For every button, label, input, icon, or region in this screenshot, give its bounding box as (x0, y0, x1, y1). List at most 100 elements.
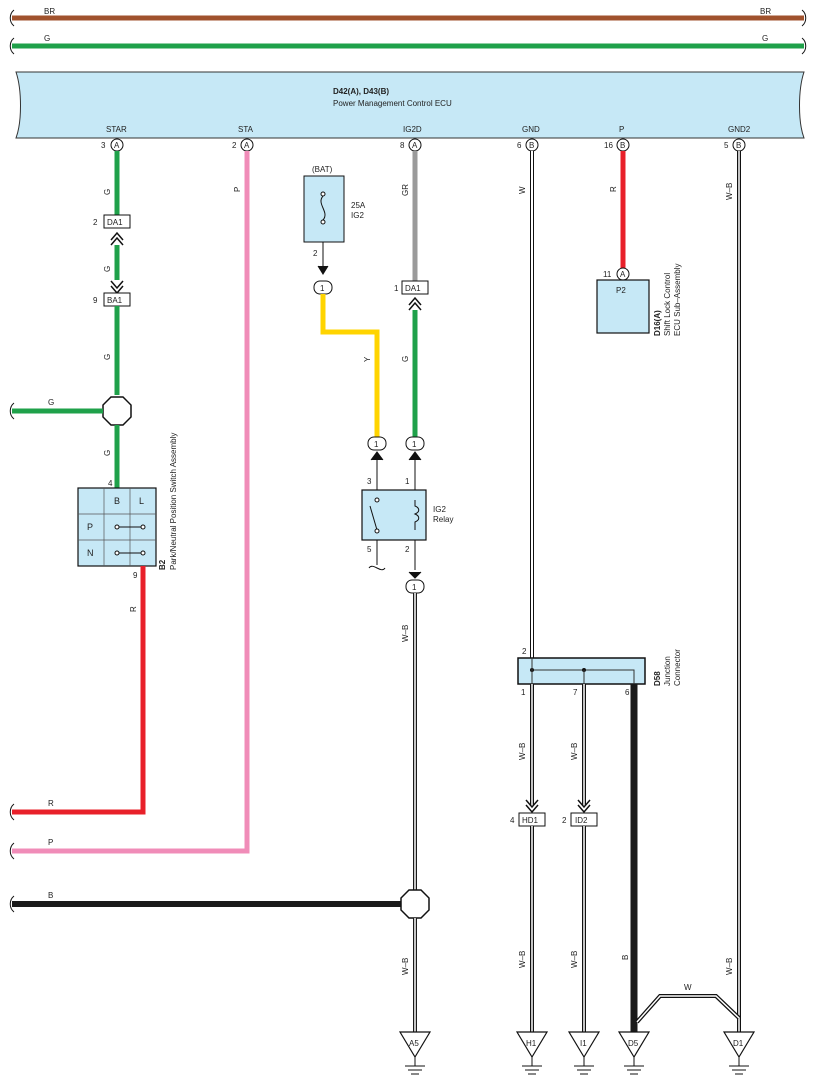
junction-d58: 2 1 7 6 D58 Junction Connector (517, 647, 682, 697)
wire-label-wb-i1: W–B (570, 951, 579, 968)
switch-name: Park/Neutral Position Switch Assembly (169, 433, 178, 570)
wire-label-wb-gnd2-lower: W–B (725, 958, 734, 975)
wire-label-gr: GR (401, 184, 410, 196)
fuse-name: IG2 (351, 211, 364, 220)
shift-lock-label: P2 (616, 286, 626, 295)
fuse-out-conn: 1 (320, 284, 325, 293)
fuse-rating: 25A (351, 201, 366, 210)
switch-col-l: L (139, 496, 144, 506)
pin-conn-gnd: B (529, 141, 534, 150)
pin-name-star: STAR (106, 125, 127, 134)
conn-hd1: HD1 (522, 816, 539, 825)
pin-num-ig2d: 8 (400, 141, 405, 150)
shift-lock-sub: ECU Sub–Assembly (673, 264, 682, 336)
relay-conn-left: 1 (374, 440, 379, 449)
pin-num-sta: 2 (232, 141, 237, 150)
junction-pin-1: 1 (521, 688, 526, 697)
conn-hd1-pin: 4 (510, 816, 515, 825)
pin-name-ig2d: IG2D (403, 125, 422, 134)
pin-name-sta: STA (238, 125, 254, 134)
conn-da1-right-pin: 1 (394, 284, 399, 293)
conn-ba1: BA1 (107, 296, 123, 305)
wire-label-g-2: G (103, 266, 112, 272)
pin-conn-p: B (620, 141, 625, 150)
conn-id2-pin: 2 (562, 816, 567, 825)
y-circuit: Y 1 (320, 294, 387, 461)
wire-label-wb-1: W–B (401, 625, 410, 642)
pin-conn-sta: A (244, 141, 250, 150)
bus-label-g-left: G (44, 34, 50, 43)
junction-pin-7: 7 (573, 688, 578, 697)
wb-relay-circuit: W–B B W–B (9, 593, 430, 1032)
junction-sub: Connector (673, 649, 682, 686)
star-circuit: G DA1 2 G BA1 9 G G G (9, 151, 132, 488)
ig2d-circuit: GR DA1 1 G 1 (394, 151, 429, 461)
wire-label-w-d5: W (684, 983, 692, 992)
wire-label-p-sta: P (233, 187, 242, 192)
switch-col-b: B (114, 496, 120, 506)
bus-label-br-left: BR (44, 7, 55, 16)
shift-lock-name: Shift Lock Control (663, 273, 672, 336)
ground-i1: I1 (567, 1031, 601, 1075)
junction-pin-6: 6 (625, 688, 630, 697)
pin-conn-ig2d: A (412, 141, 418, 150)
shift-lock-code: D16(A) (653, 310, 662, 336)
ground-d5-label: D5 (628, 1039, 639, 1048)
conn-da1-upper: DA1 (107, 218, 123, 227)
wire-label-g-4: G (103, 450, 112, 456)
park-neutral-switch: 4 B L P N 9 B2 Park/Neutral Position Swi… (77, 433, 178, 580)
pin-conn-star: A (114, 141, 120, 150)
shift-lock-pin: 11 (603, 270, 612, 279)
pin-name-p: P (619, 125, 624, 134)
relay-name: IG2 (433, 505, 446, 514)
wire-label-wb-hd1: W–B (518, 743, 527, 760)
relay-pin2: 2 (405, 545, 410, 554)
wire-label-r-switch: R (129, 606, 138, 612)
wire-label-g-left: G (48, 398, 54, 407)
fuse-ig2: (BAT) 25A IG2 2 1 (303, 165, 366, 295)
relay-pin1: 1 (405, 477, 410, 486)
relay-pin5: 5 (367, 545, 372, 554)
p-circuit: R 11 A P2 D16(A) Shift Lock Control ECU … (596, 151, 682, 336)
bus-label-br-right: BR (760, 7, 771, 16)
wire-label-b-left: B (48, 891, 53, 900)
ground-d5: D5 (617, 1031, 651, 1075)
junction-pin-top: 2 (522, 647, 527, 656)
wire-label-r-left: R (48, 799, 54, 808)
ground-a5: A5 (398, 1031, 432, 1075)
r-circuit: R R (9, 566, 146, 821)
conn-da1-upper-pin: 2 (93, 218, 98, 227)
wire-label-wb-2: W–B (401, 958, 410, 975)
ecu-box: D42(A), D43(B) Power Management Control … (15, 71, 805, 139)
wire-label-b-d5: B (621, 955, 630, 960)
pin-num-gnd: 6 (517, 141, 522, 150)
wire-label-g-1: G (103, 189, 112, 195)
ground-i1-label: I1 (580, 1039, 587, 1048)
relay-out-conn: 1 (412, 583, 417, 592)
id2-circuit: W–B ID2 2 W–B (562, 684, 598, 1032)
pin-num-p: 16 (604, 141, 613, 150)
ground-d1: D1 (722, 1031, 756, 1075)
switch-row-n: N (87, 548, 94, 558)
bus-label-g-right: G (762, 34, 768, 43)
sta-circuit: P P (9, 151, 250, 860)
d5-circuit: B W (621, 684, 741, 1032)
conn-ba1-pin: 9 (93, 296, 98, 305)
wire-label-wb-id2: W–B (570, 743, 579, 760)
ground-a5-label: A5 (409, 1039, 419, 1048)
ground-h1-label: H1 (526, 1039, 537, 1048)
bus-wire-br: BR BR (9, 7, 807, 27)
gnd2-circuit: W–B W–B (725, 151, 741, 1032)
fuse-pin: 2 (313, 249, 318, 258)
ground-d1-label: D1 (733, 1039, 744, 1048)
shift-lock-conn: A (620, 270, 626, 279)
ecu-pins: STAR STA IG2D GND P GND2 3 A 2 A 8 A 6 B… (101, 125, 751, 152)
switch-code: B2 (158, 559, 167, 570)
conn-id2: ID2 (575, 816, 588, 825)
wire-label-y: Y (363, 356, 372, 362)
junction-name: Junction (663, 656, 672, 686)
gnd-circuit: W (518, 151, 534, 658)
bus-wire-g: G G (9, 34, 807, 55)
relay-sub: Relay (433, 515, 453, 524)
